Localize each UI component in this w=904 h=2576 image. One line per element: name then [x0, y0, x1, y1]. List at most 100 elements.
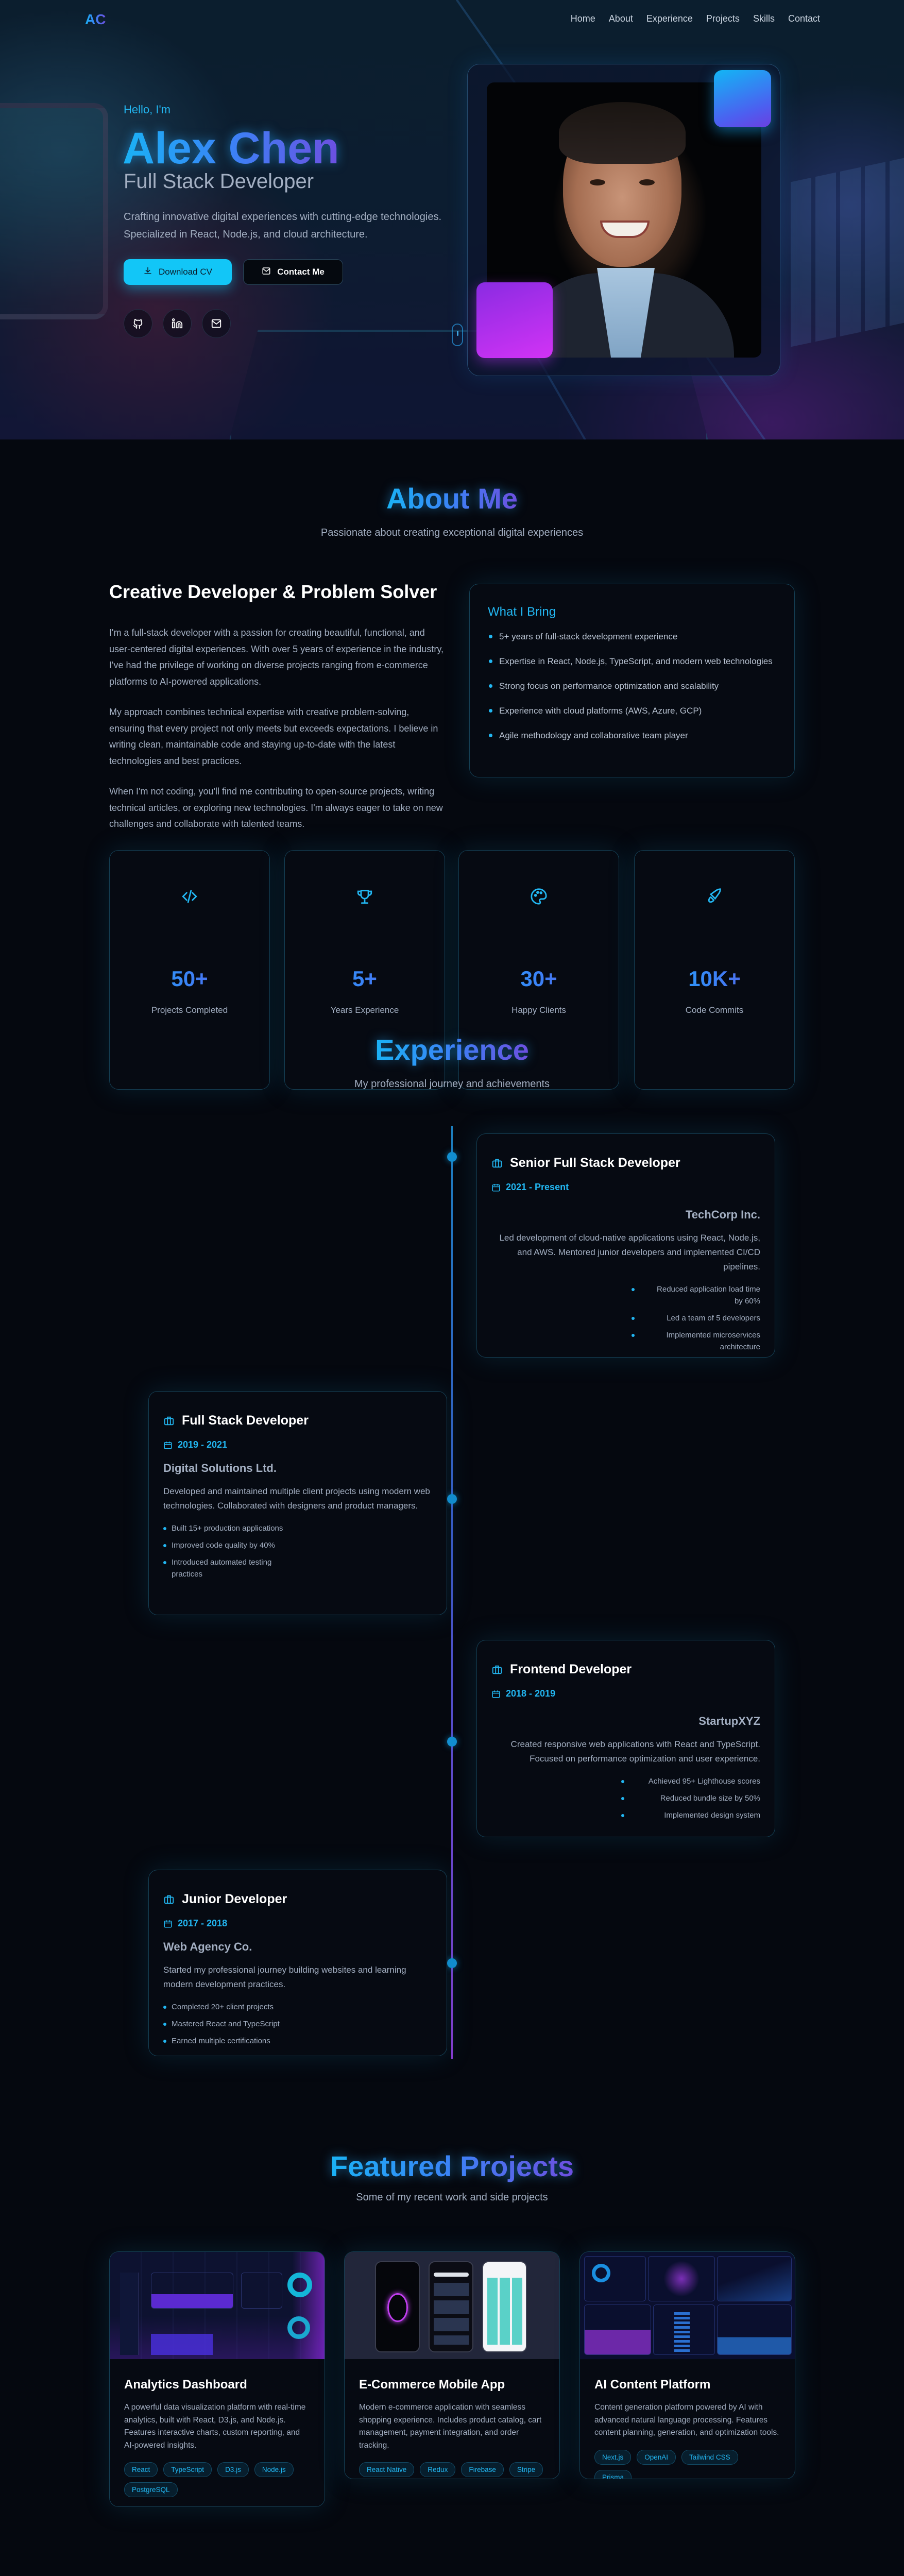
background-screen-panel: [0, 103, 108, 319]
email-link[interactable]: [202, 309, 231, 338]
github-link[interactable]: [124, 309, 152, 338]
what-i-bring-title: What I Bring: [488, 605, 556, 619]
nav-link-skills[interactable]: Skills: [753, 13, 775, 24]
project-description: A powerful data visualization platform w…: [124, 2403, 306, 2450]
stat-value: 10K+: [635, 967, 794, 991]
project-card[interactable]: AI Content Platform Content generation p…: [579, 2251, 795, 2479]
experience-card: Senior Full Stack Developer 2021 - Prese…: [476, 1133, 775, 1358]
nav-link-projects[interactable]: Projects: [706, 13, 740, 24]
stat-value: 50+: [110, 967, 269, 991]
contact-me-button[interactable]: Contact Me: [243, 259, 343, 285]
photo-eye: [590, 179, 605, 185]
list-item: Reduced bundle size by 50%: [621, 1792, 760, 1804]
project-card[interactable]: Analytics Dashboard A powerful data visu…: [109, 2251, 325, 2507]
job-date: 2021 - Present: [491, 1182, 760, 1193]
tag: Node.js: [254, 2462, 294, 2477]
job-title-text: Frontend Developer: [510, 1662, 632, 1676]
project-tags: React TypeScript D3.js Node.js PostgreSQ…: [124, 2462, 310, 2497]
job-date-text: 2021 - Present: [506, 1182, 569, 1192]
about-heading: Creative Developer & Problem Solver: [109, 581, 437, 602]
about-paragraph: When I'm not coding, you'll find me cont…: [109, 786, 443, 829]
job-company: Digital Solutions Ltd.: [163, 1462, 277, 1475]
timeline-dot: [447, 1958, 457, 1968]
stat-label: Code Commits: [685, 1005, 744, 1015]
experience-title: Experience: [0, 1033, 904, 1066]
project-description: Content generation platform powered by A…: [594, 2403, 779, 2437]
list-item: Led a team of 5 developers: [632, 1312, 760, 1324]
experience-card: Full Stack Developer 2019 - 2021 Digital…: [148, 1391, 447, 1615]
tag: Stripe: [509, 2462, 543, 2477]
tag: TypeScript: [163, 2462, 212, 2477]
job-achievements: Reduced application load time by 60% Led…: [632, 1283, 760, 1353]
job-title-text: Junior Developer: [182, 1892, 287, 1906]
palette-icon: [459, 888, 619, 905]
photo-eye: [639, 179, 655, 185]
linkedin-link[interactable]: [163, 309, 192, 338]
list-item: Improved code quality by 40%: [163, 1539, 287, 1551]
nav-link-home[interactable]: Home: [570, 13, 595, 24]
list-item: Expertise in React, Node.js, TypeScript,…: [488, 654, 781, 669]
calendar-icon: [164, 1920, 172, 1927]
list-item: Achieved 95+ Lighthouse scores: [621, 1775, 760, 1787]
list-item: Reduced application load time by 60%: [632, 1283, 760, 1307]
about-paragraph: My approach combines technical expertise…: [109, 707, 438, 766]
github-icon: [133, 318, 143, 329]
nav-link-experience[interactable]: Experience: [646, 13, 693, 24]
nav-link-about[interactable]: About: [608, 13, 633, 24]
project-tags: React Native Redux Firebase Stripe: [359, 2462, 545, 2477]
job-title-text: Senior Full Stack Developer: [510, 1156, 680, 1170]
hero-role: Full Stack Developer: [124, 170, 314, 193]
tag: Tailwind CSS: [681, 2449, 738, 2465]
stat-label: Projects Completed: [151, 1005, 228, 1015]
stat-card-commits: 10K+ Code Commits: [634, 850, 795, 1090]
scroll-indicator[interactable]: [452, 324, 463, 346]
tag: PostgreSQL: [124, 2482, 178, 2497]
decorative-blue-square: [714, 70, 771, 127]
job-description: Started my professional journey building…: [163, 1965, 406, 1989]
hero-description: Crafting innovative digital experiences …: [124, 211, 442, 240]
tag: React: [124, 2462, 158, 2477]
stat-card-projects: 50+ Projects Completed: [109, 850, 270, 1090]
download-cv-button[interactable]: Download CV: [124, 259, 232, 285]
job-achievements: Completed 20+ client projects Mastered R…: [163, 2001, 318, 2047]
tag: OpenAI: [637, 2449, 676, 2465]
tag: D3.js: [217, 2462, 249, 2477]
job-description: Led development of cloud-native applicat…: [499, 1233, 760, 1272]
timeline-dot: [447, 1737, 457, 1747]
list-item: Earned multiple certifications: [163, 2035, 318, 2047]
list-item: Agile methodology and collaborative team…: [488, 728, 781, 743]
hero-social-links: [124, 309, 231, 338]
stat-value: 5+: [285, 967, 445, 991]
job-date: 2019 - 2021: [163, 1439, 432, 1450]
projects-subtitle: Some of my recent work and side projects: [356, 2192, 548, 2203]
photo-hair: [559, 102, 686, 164]
nav-logo[interactable]: AC: [85, 11, 106, 27]
project-body: E-Commerce Mobile App Modern e-commerce …: [359, 2378, 545, 2477]
project-body: Analytics Dashboard A powerful data visu…: [124, 2378, 310, 2497]
hero-name: Alex Chen: [123, 124, 339, 173]
tag: Firebase: [461, 2462, 504, 2477]
what-i-bring-card: [469, 584, 795, 777]
briefcase-icon: [164, 1895, 174, 1904]
job-company: StartupXYZ: [698, 1715, 760, 1727]
project-screenshot-dashboard: [110, 2252, 325, 2359]
projects-title-text: Featured Projects: [330, 2150, 574, 2182]
about-title-text: About Me: [386, 482, 518, 515]
list-item: Completed 20+ client projects: [163, 2001, 318, 2013]
tag: React Native: [359, 2462, 415, 2477]
project-title: E-Commerce Mobile App: [359, 2378, 505, 2392]
project-card[interactable]: E-Commerce Mobile App Modern e-commerce …: [344, 2251, 560, 2479]
download-icon: [143, 266, 152, 278]
stat-card-clients: 30+ Happy Clients: [458, 850, 619, 1090]
timeline-dot: [447, 1152, 457, 1162]
trophy-icon: [285, 888, 445, 905]
about-title: About Me: [0, 482, 904, 515]
project-screenshot-mobile-app: [345, 2252, 559, 2359]
list-item: Strong focus on performance optimization…: [488, 679, 781, 693]
list-item: Implemented design system: [621, 1809, 760, 1821]
project-tags: Next.js OpenAI Tailwind CSS Prisma: [594, 2449, 780, 2479]
list-item: Introduced automated testing practices: [163, 1556, 287, 1580]
experience-card: Junior Developer 2017 - 2018 Web Agency …: [148, 1870, 447, 2056]
about-paragraph: I'm a full-stack developer with a passio…: [109, 628, 444, 687]
nav-link-contact[interactable]: Contact: [788, 13, 820, 24]
